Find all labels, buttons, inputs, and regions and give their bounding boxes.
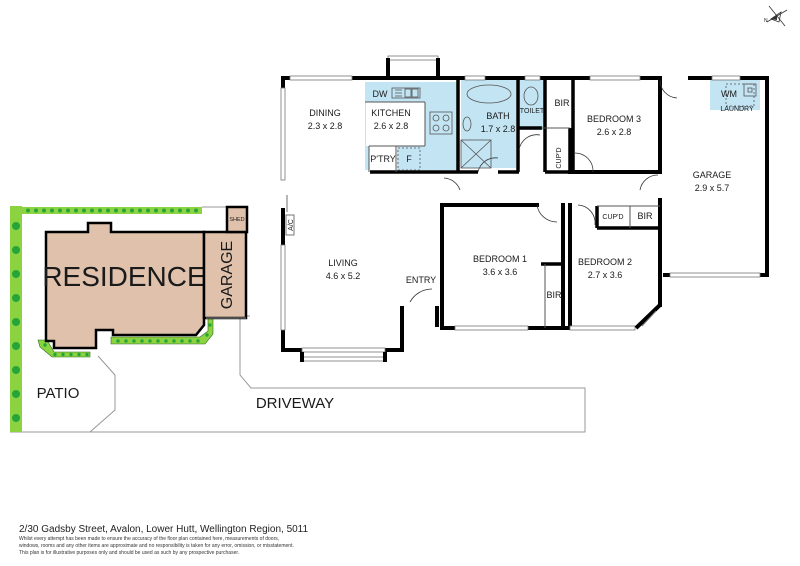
toilet-label: TOILET (520, 108, 545, 115)
bir3-label: BIR (554, 98, 570, 108)
bath-size: 1.7 x 2.8 (481, 124, 516, 134)
bedroom1-bir-label: BIR (546, 290, 562, 300)
bedroom2-cupd-label: CUP'D (602, 214, 623, 221)
ac-label: A/C (288, 219, 295, 231)
property-address: 2/30 Gadsby Street, Avalon, Lower Hutt, … (19, 524, 309, 535)
kitchen-label: KITCHEN (371, 108, 411, 118)
bedroom1-label: BEDROOM 1 (473, 254, 527, 264)
cupd3-label: CUP'D (556, 147, 563, 168)
disclaimer-line-2: windows, rooms and any other items are a… (19, 543, 294, 549)
garage-size: 2.9 x 5.7 (695, 183, 730, 193)
pantry-label: P'TRY (370, 154, 396, 164)
living-label: LIVING (328, 258, 358, 268)
site-plan: RESIDENCE GARAGE SHED PATIO DRIVEWAY (10, 205, 586, 433)
shed-label: SHED (229, 217, 244, 223)
driveway-label: DRIVEWAY (256, 395, 334, 412)
shed (225, 205, 249, 234)
dining-size: 2.3 x 2.8 (308, 121, 343, 131)
bedroom3-label: BEDROOM 3 (587, 114, 641, 124)
living-size: 4.6 x 5.2 (326, 271, 361, 281)
compass-label: N (764, 18, 768, 24)
north-arrow-icon: N (764, 5, 788, 27)
entry-label: ENTRY (406, 275, 436, 285)
bath-label: BATH (486, 111, 509, 121)
kitchen-fixtures (391, 87, 453, 171)
footer: 2/30 Gadsby Street, Avalon, Lower Hutt, … (19, 524, 308, 557)
bedroom2-size: 2.7 x 3.6 (588, 270, 623, 280)
residence-label: RESIDENCE (42, 261, 205, 292)
disclaimer-line-3: This plan is for illustrative purposes o… (19, 550, 240, 556)
dishwasher-label: DW (373, 89, 388, 99)
disclaimer-line-1: Whilst every attempt has been made to en… (19, 536, 280, 542)
site-garage-label: GARAGE (219, 241, 236, 309)
fridge-label: F (406, 154, 412, 164)
bedroom2-bir-label: BIR (637, 211, 653, 221)
bedroom1-size: 3.6 x 3.6 (483, 267, 518, 277)
dining-label: DINING (309, 108, 341, 118)
bathroom-fixtures (460, 83, 757, 169)
laundry-label: LAUNDRY (720, 106, 754, 113)
house-floor-plan: DINING 2.3 x 2.8 KITCHEN 2.6 x 2.8 DW P'… (280, 55, 769, 362)
kitchen-size: 2.6 x 2.8 (374, 121, 409, 131)
garage-label: GARAGE (693, 170, 732, 180)
hedge (10, 206, 214, 432)
residence-building (44, 221, 206, 350)
washing-machine-label: WM (721, 89, 737, 99)
patio-label: PATIO (37, 385, 80, 402)
bedroom3-size: 2.6 x 2.8 (597, 127, 632, 137)
bedroom2-label: BEDROOM 2 (578, 257, 632, 267)
